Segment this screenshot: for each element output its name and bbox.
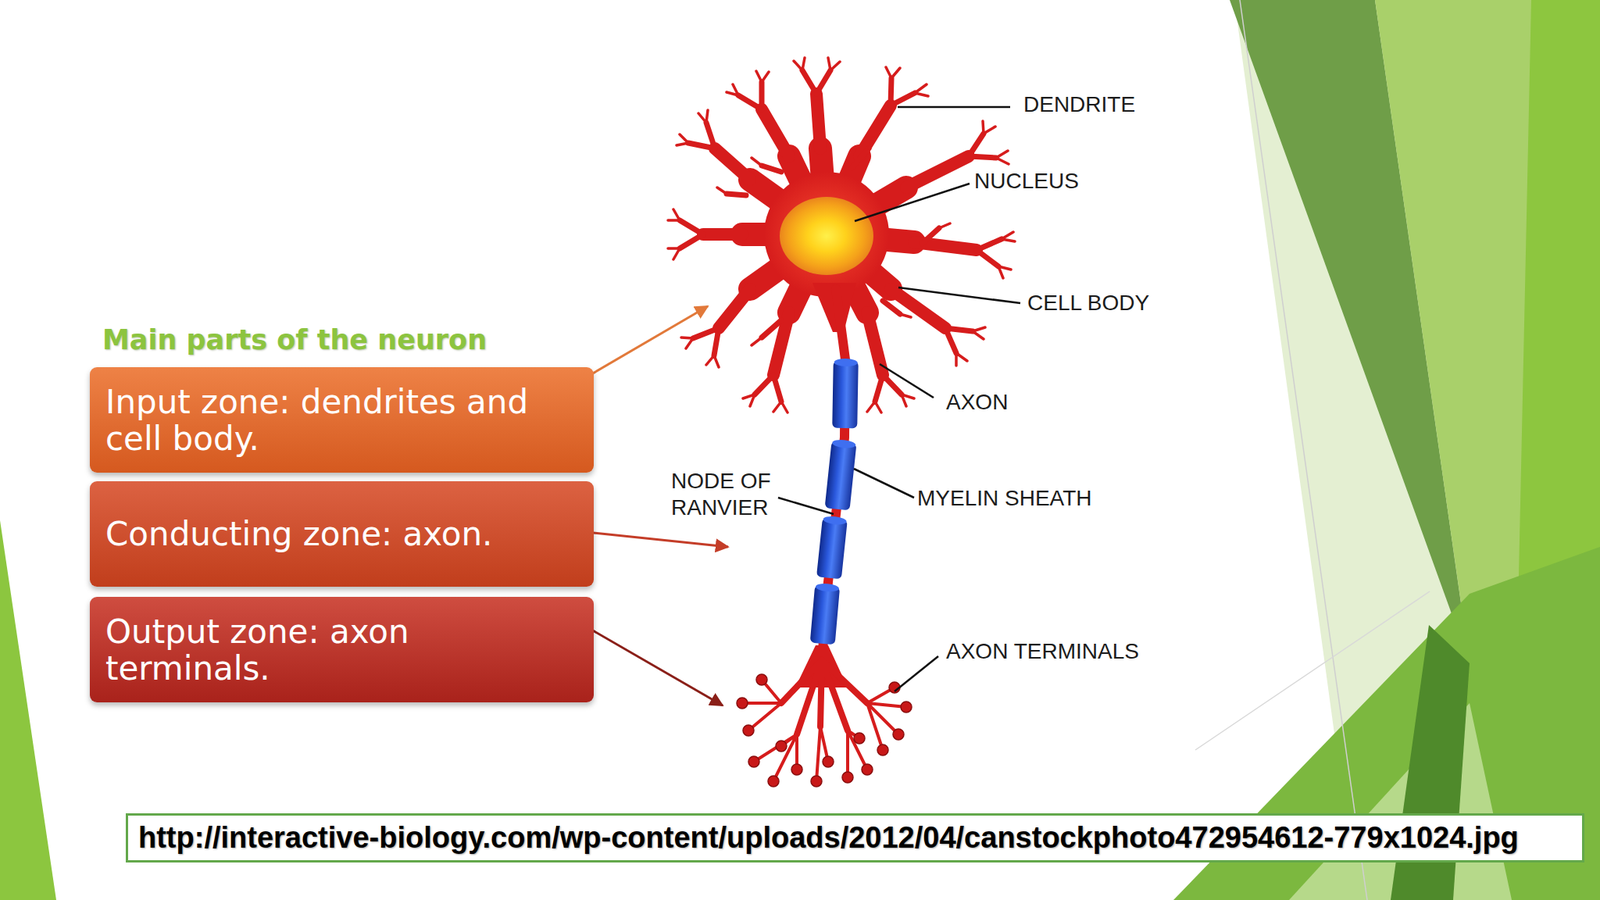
box-text: Output zone: axon terminals.: [105, 613, 563, 687]
synaptic-knob: [810, 775, 822, 787]
part-label: AXON TERMINALS: [946, 638, 1140, 665]
box-text: http://interactive-biology.com/wp-conten…: [138, 821, 1519, 855]
myelin-segment-cap: [832, 439, 857, 450]
pointer-arrow: [591, 306, 708, 375]
zone-box: Output zone: axon terminals.: [89, 596, 594, 703]
terminal-twig: [742, 679, 907, 782]
synaptic-knob: [748, 756, 760, 768]
part-label: NODE OF RANVIER: [671, 467, 781, 522]
nucleus: [779, 196, 874, 275]
part-label: MYELIN SHEATH: [917, 485, 1093, 512]
synaptic-knob: [892, 728, 904, 740]
myelin-segment: [832, 358, 859, 429]
leader-lines: [778, 107, 1021, 692]
bg-shape: [0, 520, 57, 900]
synaptic-knob: [756, 674, 768, 686]
part-label: AXON: [946, 389, 1008, 416]
dendrite-twig: [667, 57, 1015, 413]
myelin-segment: [816, 515, 848, 580]
slide-title: Main parts of the neuron: [102, 323, 487, 357]
part-label: NUCLEUS: [974, 167, 1079, 195]
zone-box: Input zone: dendrites and cell body.: [89, 367, 594, 473]
dendrites: [667, 57, 1015, 413]
myelin-segment-body: [825, 441, 858, 511]
synaptic-knob: [767, 775, 779, 787]
myelin-segment-body: [810, 585, 840, 646]
leader-line: [898, 287, 1021, 304]
box-text: Input zone: dendrites and cell body.: [105, 383, 563, 458]
bg-line: [1239, 0, 1368, 900]
synaptic-knob: [842, 771, 854, 783]
synaptic-knob: [822, 756, 834, 768]
pointer-arrow: [591, 629, 723, 706]
myelin-segment: [810, 582, 841, 645]
myelin-sheath: [810, 358, 859, 646]
cell-body: [764, 171, 890, 297]
myelin-segment: [825, 439, 858, 511]
axon-terminals: [736, 645, 912, 787]
synaptic-knob: [853, 732, 865, 744]
zone-box: Conducting zone: axon.: [89, 481, 594, 587]
synaptic-knobs: [736, 674, 912, 787]
synaptic-knob: [736, 697, 748, 709]
myelin-segment-cap: [815, 582, 840, 593]
synaptic-knob: [900, 701, 912, 713]
leader-line: [894, 656, 939, 692]
part-label: CELL BODY: [1027, 289, 1150, 317]
synaptic-knob: [791, 764, 803, 775]
synaptic-knob: [775, 740, 787, 752]
leader-line: [897, 106, 1011, 109]
myelin-segment-body: [816, 517, 848, 580]
pointer-arrow: [571, 530, 729, 547]
myelin-segment-cap: [834, 358, 858, 368]
myelin-segment-body: [832, 360, 858, 429]
leader-line: [879, 364, 934, 398]
myelin-segment-cap: [822, 515, 847, 526]
bg-line: [1195, 591, 1430, 750]
synaptic-knob: [861, 764, 873, 775]
synaptic-knob: [877, 744, 889, 756]
leader-line: [854, 183, 970, 222]
source-url-box: http://interactive-biology.com/wp-conten…: [125, 813, 1585, 863]
terminal-branch: [781, 660, 868, 735]
leader-line: [853, 468, 915, 498]
synaptic-knob: [742, 725, 754, 736]
part-label: DENDRITE: [1023, 91, 1136, 118]
box-text: Conducting zone: axon.: [105, 515, 563, 553]
leader-line: [778, 497, 834, 515]
